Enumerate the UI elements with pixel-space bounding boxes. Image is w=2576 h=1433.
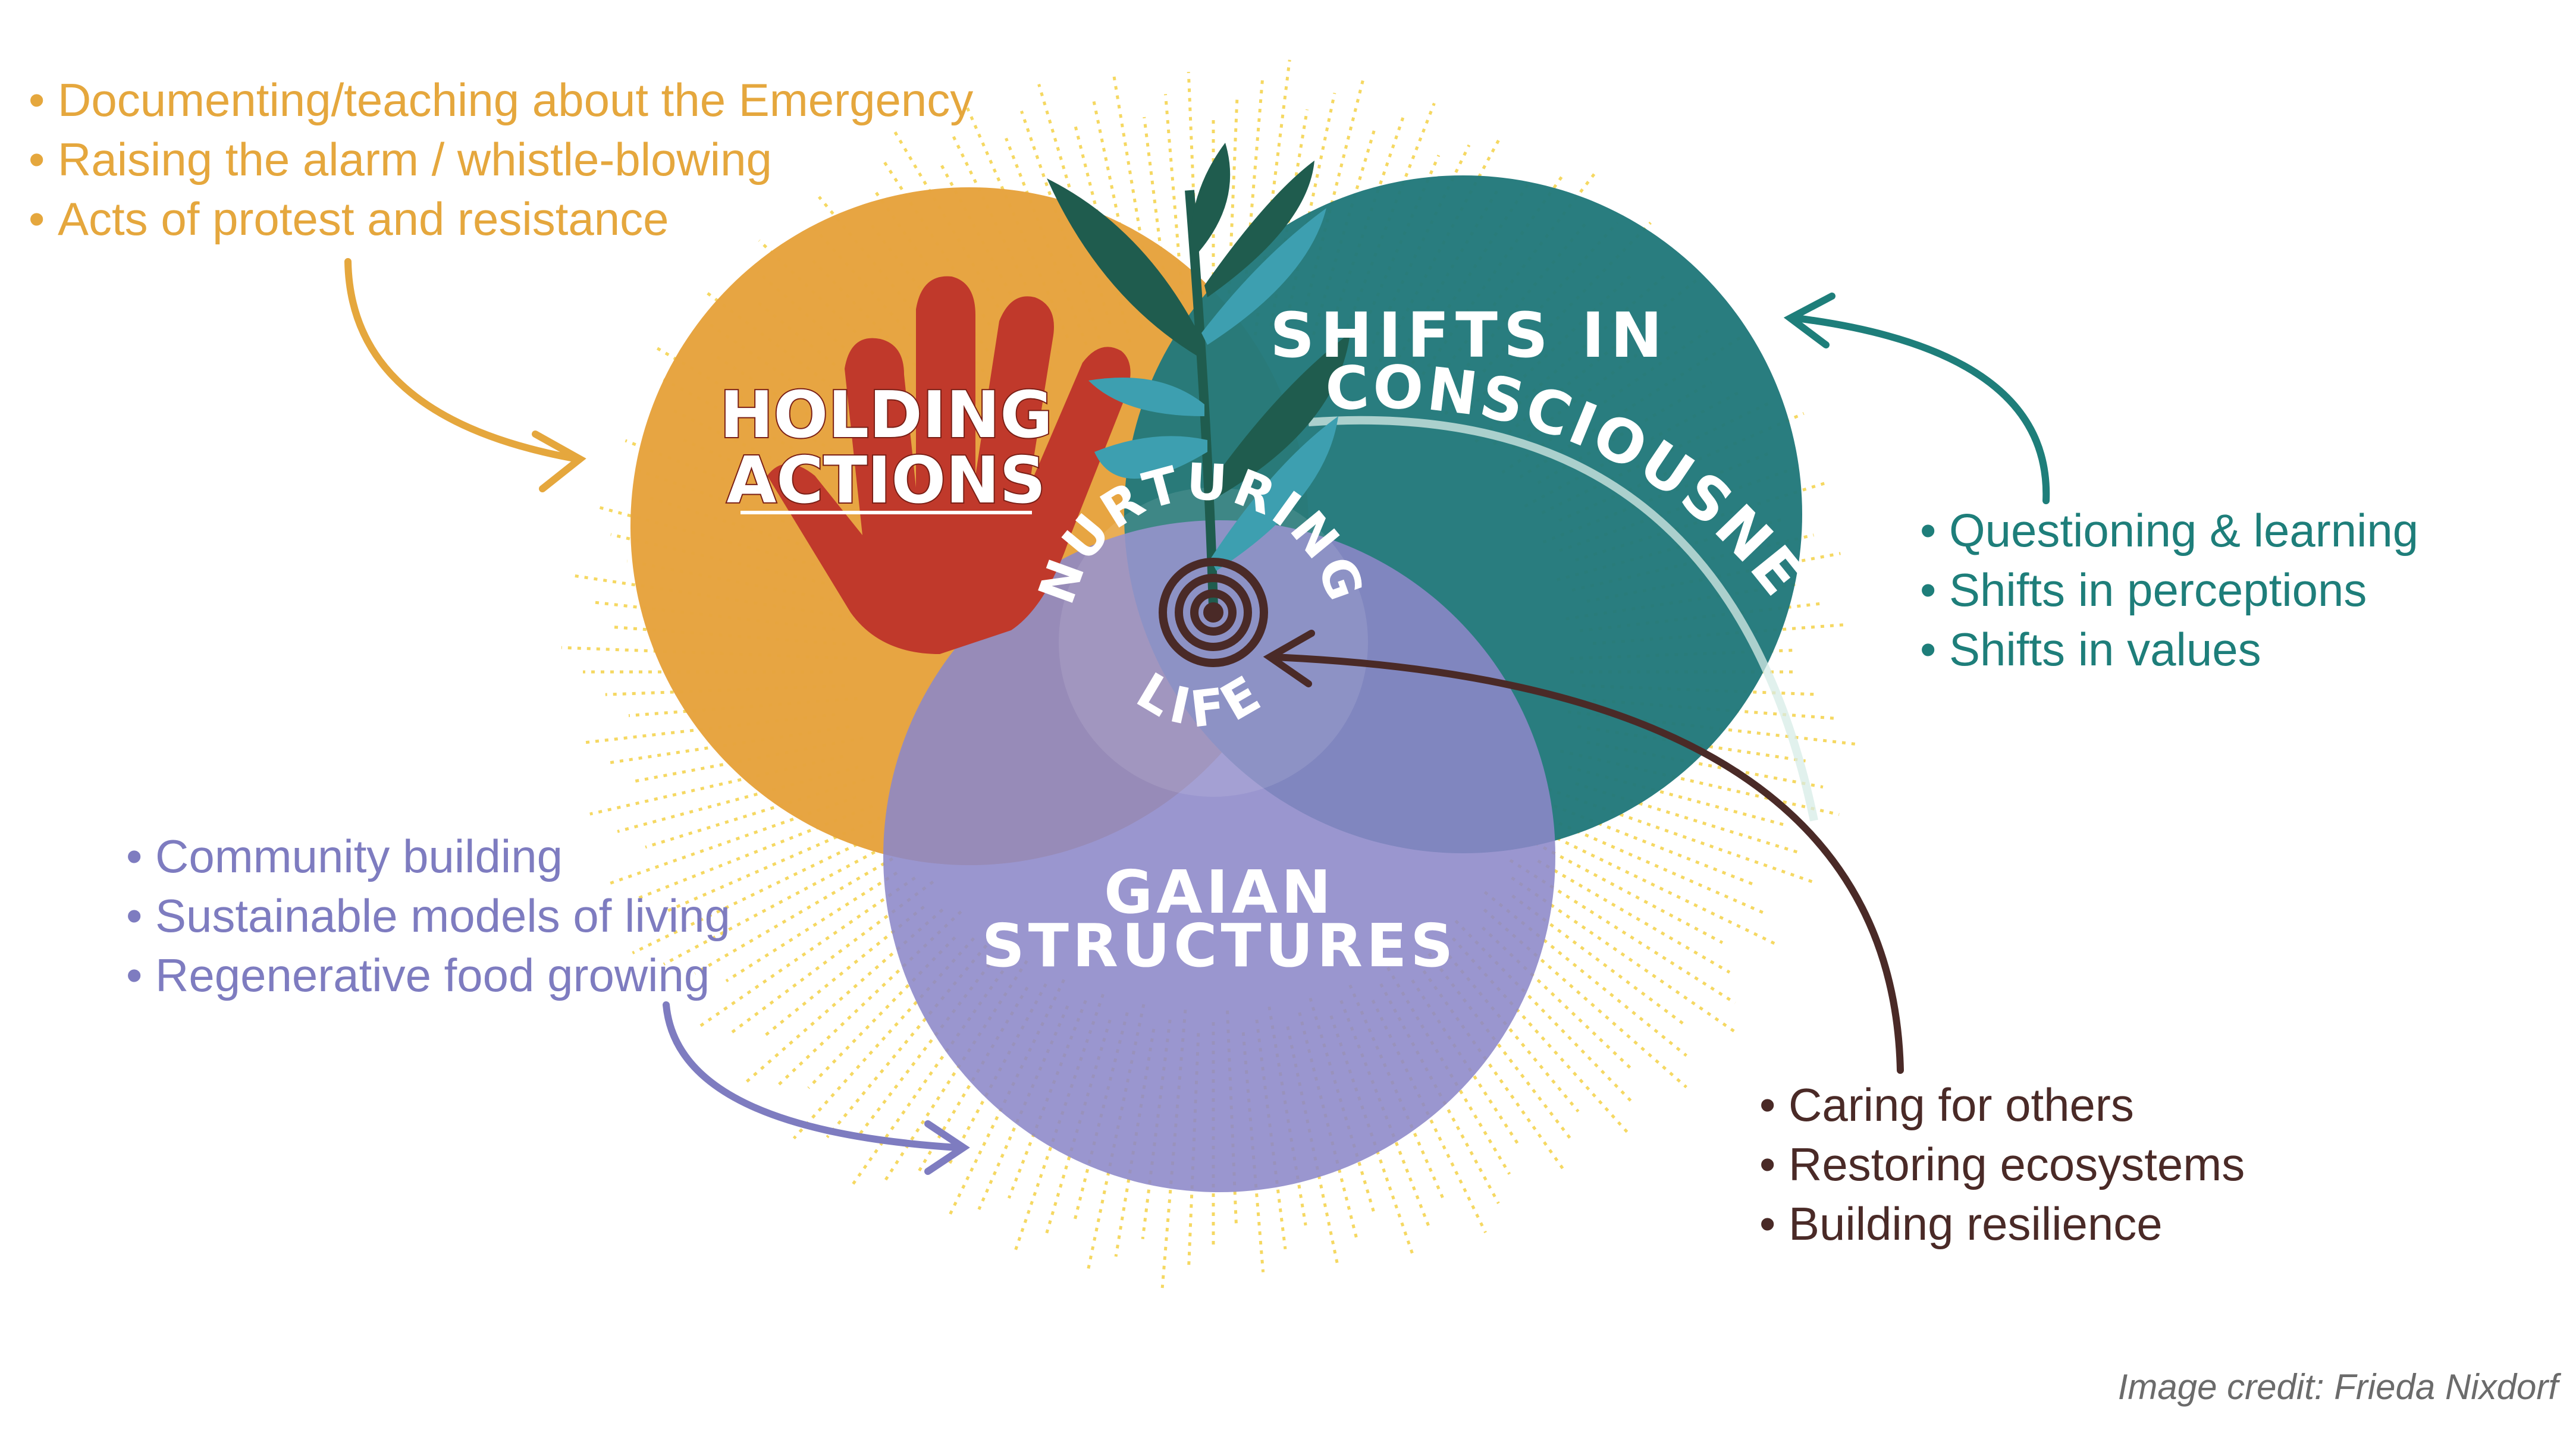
nurturing-arrow xyxy=(1263,630,1904,1074)
sun-ray xyxy=(1511,894,1686,1026)
bullet-item: Questioning & learning xyxy=(1920,501,2418,560)
bullet-item: Shifts in perceptions xyxy=(1920,560,2418,620)
gaian-arrow xyxy=(663,1001,970,1175)
sun-ray xyxy=(694,847,910,975)
sun-ray xyxy=(1534,841,1724,944)
sun-ray xyxy=(1481,926,1635,1073)
center-glow xyxy=(1059,488,1368,797)
bullet-item: Shifts in values xyxy=(1920,620,2418,679)
shifts-arrow xyxy=(1783,293,2050,504)
sun-ray xyxy=(1085,1004,1146,1274)
bullet-item: Raising the alarm / whistle-blowing xyxy=(29,130,973,189)
sun-ray xyxy=(1269,109,1309,326)
consciousness-arc-line xyxy=(1308,416,1818,822)
sun-ray xyxy=(632,834,875,954)
sun-ray xyxy=(946,979,1066,1220)
bullet-item: Documenting/teaching about the Emergency xyxy=(29,70,973,130)
sun-ray xyxy=(1509,859,1736,1004)
sun-ray xyxy=(1558,822,1769,916)
bullet-item: Community building xyxy=(126,827,730,886)
sun-ray xyxy=(1143,117,1173,336)
gaian-structures-circle xyxy=(883,520,1555,1192)
holding-actions-bullets: Documenting/teaching about the Emergency… xyxy=(29,70,973,249)
sun-ray xyxy=(946,983,1047,1168)
bullet-item: Restoring ecosystems xyxy=(1759,1135,2245,1194)
sun-ray xyxy=(1141,1019,1172,1240)
bullet-item: Acts of protest and resistance xyxy=(29,189,973,249)
sun-ray xyxy=(1374,136,1502,371)
sun-ray xyxy=(774,910,962,1089)
sun-ray xyxy=(1254,59,1291,336)
bullet-item: Sustainable models of living xyxy=(126,886,730,945)
gaian-bullets: Community building Sustainable models of… xyxy=(126,827,730,1005)
shifts-title-line1: SHIFTS IN xyxy=(1270,299,1668,372)
sun-ray xyxy=(1454,919,1633,1104)
sun-ray xyxy=(582,712,836,744)
sun-ray xyxy=(763,905,925,1038)
seedling-icon xyxy=(1047,143,1350,607)
sun-ray xyxy=(698,876,916,1028)
raised-hand-icon xyxy=(767,276,1131,655)
gaian-title-line1: GAIAN xyxy=(1104,857,1335,927)
holding-arrow xyxy=(344,258,586,492)
spiral-icon xyxy=(1159,558,1268,667)
bullet-item: Caring for others xyxy=(1759,1075,2245,1135)
sun-ray xyxy=(807,936,956,1089)
sun-ray xyxy=(850,962,1010,1187)
sun-ray xyxy=(1530,824,1778,947)
gaian-title-line2: STRUCTURES xyxy=(982,911,1457,981)
sun-ray xyxy=(792,937,975,1140)
sun-ray xyxy=(858,963,991,1136)
sun-ray xyxy=(1511,876,1740,1036)
holding-actions-title-line2: ACTIONS xyxy=(727,444,1046,518)
holding-actions-title-line1: HOLDING xyxy=(720,378,1053,452)
sun-ray xyxy=(742,908,944,1086)
bullet-item: Building resilience xyxy=(1759,1194,2245,1253)
sun-ray xyxy=(1483,908,1687,1089)
image-credit: Image credit: Frieda Nixdorf xyxy=(2117,1367,2558,1407)
sun-ray xyxy=(1553,805,1758,888)
nurturing-bullets: Caring for others Restoring ecosystems B… xyxy=(1759,1075,2245,1253)
shifts-bullets: Questioning & learning Shifts in percept… xyxy=(1920,501,2418,679)
sun-ray xyxy=(730,880,934,1034)
bullet-item: Regenerative food growing xyxy=(126,945,730,1005)
